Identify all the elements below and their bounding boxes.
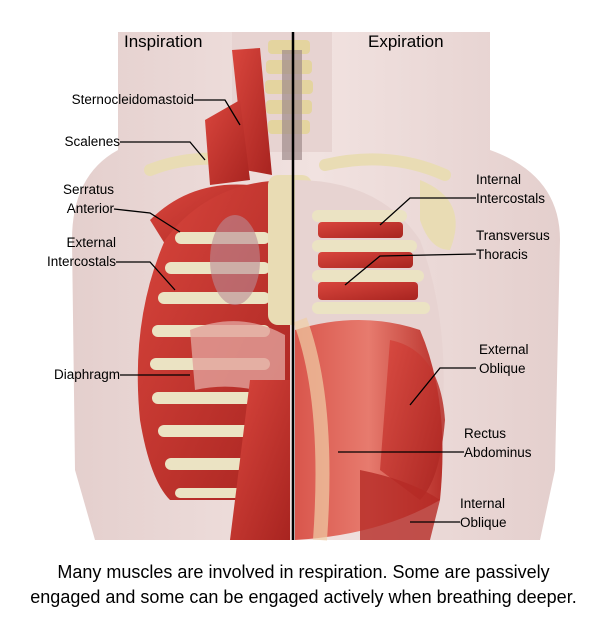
leader-sternocleidomastoid <box>194 99 241 126</box>
label-scalenes: Scalenes <box>64 134 120 149</box>
heading-expiration: Expiration <box>368 32 444 51</box>
label-diaphragm: Diaphragm <box>53 367 120 382</box>
label-serratus-anterior: Serratus Anterior <box>62 182 114 216</box>
leader-lines-right <box>338 197 477 523</box>
heading-inspiration: Inspiration <box>124 32 203 51</box>
linea-alba <box>293 317 330 541</box>
leader-serratus <box>113 208 181 233</box>
scalenes-muscle <box>205 100 250 185</box>
label-internal-oblique: Internal Oblique <box>460 496 507 530</box>
label-external-intercostals: External Intercostals <box>46 235 116 269</box>
label-rectus-abdominus: Rectus Abdominus <box>464 426 532 460</box>
psoas-muscle <box>230 380 290 540</box>
label-sternocleidomastoid: Sternocleidomastoid <box>71 92 194 107</box>
label-transversus-thoracis: Transversus Thoracis <box>476 228 550 262</box>
leader-external-intercostals <box>116 261 176 291</box>
caption-line-2: engaged and some can be engaged actively… <box>30 587 577 607</box>
leader-internal-intercostals <box>379 197 476 226</box>
leader-lines-left <box>113 99 241 376</box>
label-external-oblique: External Oblique <box>479 342 529 376</box>
leader-scalenes <box>120 141 206 161</box>
lung-left <box>210 215 260 305</box>
internal-intercostals-muscle <box>318 222 418 300</box>
clavicle-right <box>319 153 451 181</box>
leader-transversus-thoracis <box>344 253 477 286</box>
leader-external-oblique <box>409 367 476 406</box>
sternocleidomastoid-muscle <box>232 48 272 175</box>
figure-caption: Many muscles are involved in respiration… <box>0 560 607 610</box>
caption-line-1: Many muscles are involved in respiration… <box>57 562 550 582</box>
label-internal-intercostals: Internal Intercostals <box>476 172 546 206</box>
external-oblique-muscle <box>380 340 445 500</box>
ribs-right <box>312 210 430 314</box>
